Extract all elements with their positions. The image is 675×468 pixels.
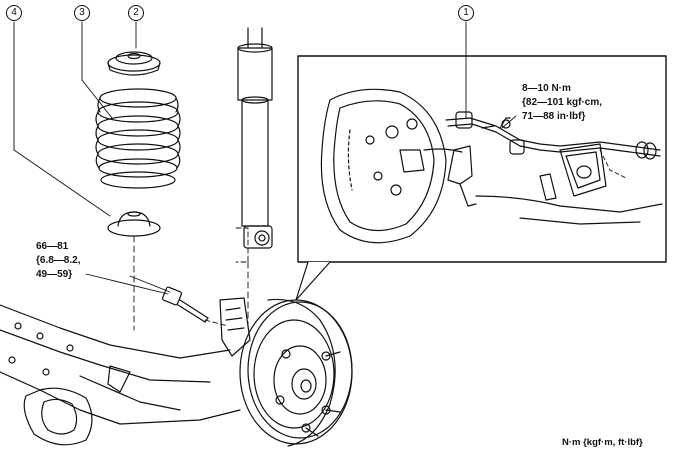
callout-1: 1	[458, 5, 474, 21]
lower-insulator-icon	[107, 211, 161, 331]
axle-bracket-icon	[475, 143, 663, 225]
callout-leaders	[13, 21, 467, 293]
torque-spec-bolt-line2: {6.8—8.2,	[36, 255, 81, 266]
shock-absorber-icon	[235, 27, 273, 331]
coil-spring-icon	[95, 88, 181, 189]
callout-2: 2	[128, 5, 144, 21]
torque-spec-hose-line1: 8—10 N·m	[522, 83, 571, 94]
torque-spec-bolt-line1: 66—81	[36, 241, 69, 252]
spring-seat-icon	[107, 51, 161, 76]
torque-leaders	[85, 115, 517, 295]
bolt-icon	[161, 286, 229, 327]
callout-3: 3	[74, 5, 90, 21]
detail-inset-frame	[295, 55, 667, 301]
callout-4: 4	[6, 5, 22, 21]
torque-spec-hose-line2: {82—101 kgf·cm,	[522, 97, 603, 108]
flexible-hose-icon	[423, 111, 661, 207]
backing-plate-icon	[320, 88, 447, 244]
unit-note: N·m {kgf·m, ft·lbf}	[562, 437, 643, 448]
torque-spec-hose-line3: 71—88 in·lbf}	[522, 111, 586, 122]
torque-spec-bolt-line3: 49—59}	[36, 269, 73, 280]
brake-drum-icon	[239, 298, 353, 447]
trailing-axle-icon	[0, 297, 251, 446]
